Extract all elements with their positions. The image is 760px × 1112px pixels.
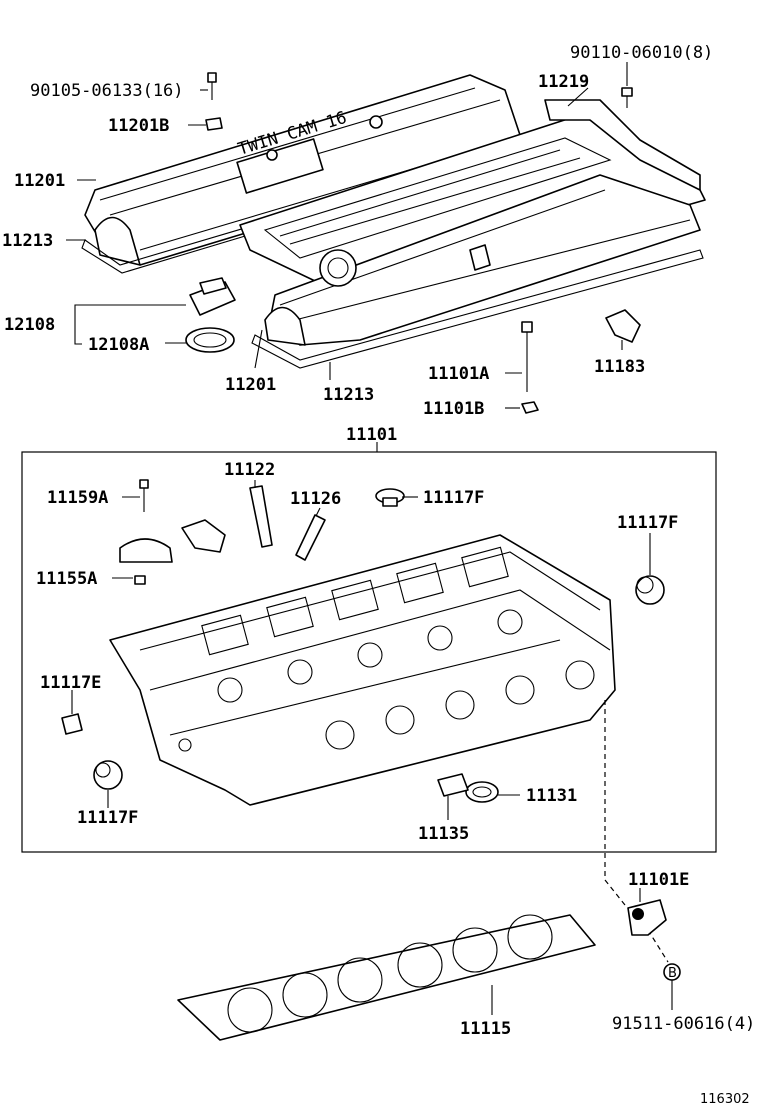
bolt-11159A-icon xyxy=(139,479,149,512)
label-11135: 11135 xyxy=(418,824,469,844)
label-11213-bottom: 11213 xyxy=(323,385,374,405)
label-90110: 90110-06010(8) xyxy=(570,43,713,63)
leader-lines xyxy=(66,62,651,1015)
label-11117F-right: 11117F xyxy=(617,513,678,533)
bolt-90105-icon xyxy=(207,72,217,100)
oil-filler-gasket-icon xyxy=(185,327,235,353)
callout-b-icon: B xyxy=(663,963,681,981)
plug-11117F-top-icon xyxy=(375,488,405,507)
label-11101: 11101 xyxy=(346,425,397,445)
cylinder-head-assy-frame xyxy=(21,451,717,853)
part-11135-icon xyxy=(437,773,469,797)
label-11159A: 11159A xyxy=(47,488,108,508)
label-11117F-bottom: 11117F xyxy=(77,808,138,828)
bearing-cap-icon xyxy=(119,519,226,563)
label-11101B: 11101B xyxy=(423,399,484,419)
label-11219: 11219 xyxy=(538,72,589,92)
plug-11117F-right-icon xyxy=(635,575,665,605)
center-cover-11219 xyxy=(239,99,706,301)
label-11117F-top: 11117F xyxy=(423,488,484,508)
label-11201B: 11201B xyxy=(108,116,169,136)
figure-id: 116302 xyxy=(700,1092,750,1107)
label-11201-top: 11201 xyxy=(14,171,65,191)
label-11115: 11115 xyxy=(460,1019,511,1039)
label-11183: 11183 xyxy=(594,357,645,377)
dashed-leader-11101E xyxy=(604,700,626,906)
valve-guide-11122-icon xyxy=(249,485,273,548)
callout-b-letter: B xyxy=(668,966,677,981)
head-cover-front xyxy=(264,174,701,346)
oil-filler-cap-icon xyxy=(189,277,236,316)
stud-11101A-icon xyxy=(521,321,533,392)
label-11131: 11131 xyxy=(526,786,577,806)
label-11213-top: 11213 xyxy=(2,231,53,251)
bolt-90110-icon xyxy=(621,87,633,108)
label-12108A: 12108A xyxy=(88,335,149,355)
cylinder-head-body xyxy=(109,534,616,806)
plug-11117F-bottom-icon xyxy=(93,760,123,790)
head-gasket-11115 xyxy=(177,914,596,1041)
valve-guide-11126-icon xyxy=(295,514,326,561)
plug-11117E-icon xyxy=(61,713,83,735)
nut-11101B-icon xyxy=(521,401,539,414)
label-11117E: 11117E xyxy=(40,673,101,693)
label-11155A: 11155A xyxy=(36,569,97,589)
label-11101A: 11101A xyxy=(428,364,489,384)
pin-11155A-icon xyxy=(134,575,146,585)
label-11101E: 11101E xyxy=(628,870,689,890)
label-11122: 11122 xyxy=(224,460,275,480)
grommet-11201B-icon xyxy=(205,117,223,131)
bracket-11101E-icon xyxy=(627,899,667,936)
label-11201-bottom: 11201 xyxy=(225,375,276,395)
label-91511: 91511-60616(4) xyxy=(612,1014,755,1034)
part-11183-icon xyxy=(605,309,641,343)
seal-11131-icon xyxy=(465,781,499,803)
label-12108: 12108 xyxy=(4,315,55,335)
gasket-11213-front xyxy=(251,249,704,369)
label-11126: 11126 xyxy=(290,489,341,509)
label-90105: 90105-06133(16) xyxy=(30,81,184,101)
